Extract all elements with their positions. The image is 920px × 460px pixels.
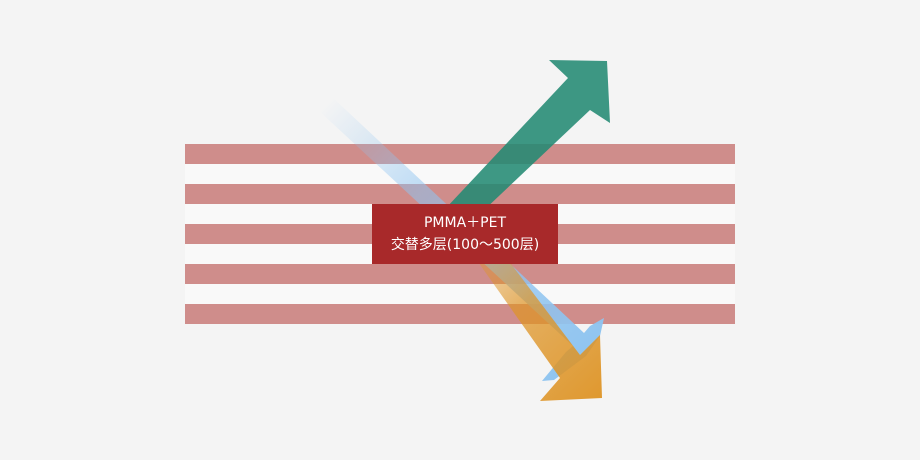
reflected-light-arrow [446, 60, 610, 228]
pmma-layer [185, 144, 735, 164]
material-label: PMMA＋PET 交替多层(100～500层) [372, 204, 558, 264]
material-label-line2: 交替多层(100～500层) [390, 237, 540, 253]
pet-layer [185, 164, 735, 184]
pmma-layer [185, 264, 735, 284]
material-label-line1: PMMA＋PET [423, 215, 507, 231]
pet-layer [185, 284, 735, 304]
pmma-layer [185, 304, 735, 324]
